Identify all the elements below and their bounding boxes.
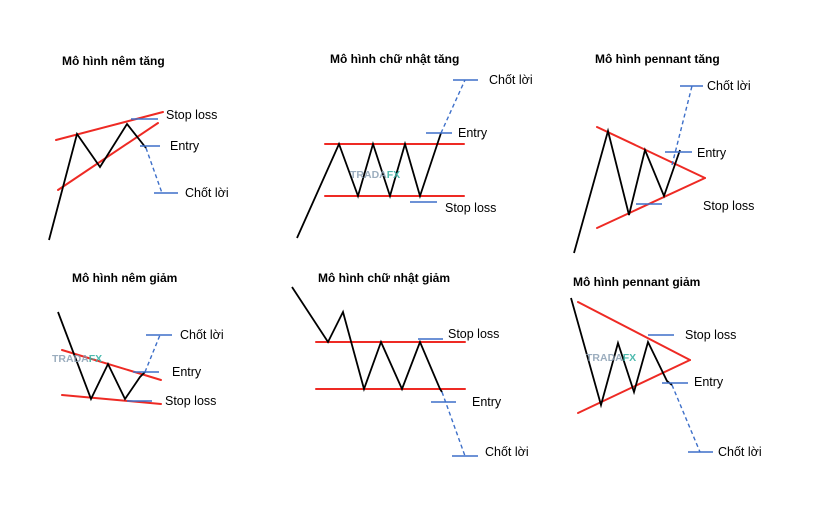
- stop-label: Stop loss: [685, 328, 736, 342]
- panel-bullish-rectangle: Mô hình chữ nhật tăng Chốt lời Entry Sto…: [296, 52, 533, 239]
- entry-label: Entry: [697, 146, 727, 160]
- target-label: Chốt lời: [707, 79, 751, 93]
- target-label: Chốt lời: [485, 445, 529, 459]
- pattern-title: Mô hình chữ nhật giảm: [318, 271, 450, 285]
- pattern-title: Mô hình nêm giảm: [72, 271, 177, 285]
- target-label: Chốt lời: [718, 445, 762, 459]
- entry-label: Entry: [458, 126, 488, 140]
- watermark: TRADAFX: [52, 353, 102, 365]
- projection-line: [145, 147, 163, 194]
- wedge-lower-line: [61, 394, 162, 405]
- stop-label: Stop loss: [703, 199, 754, 213]
- projection-line: [144, 334, 161, 373]
- panel-bullish-pennant: Mô hình pennant tăng Chốt lời Entry Stop…: [573, 52, 754, 254]
- wedge-lower-line: [57, 122, 159, 191]
- target-label: Chốt lời: [185, 186, 229, 200]
- stop-label: Stop loss: [445, 201, 496, 215]
- panel-bearish-rectangle: Mô hình chữ nhật giảm Stop loss Entry Ch…: [291, 271, 529, 459]
- stop-label: Stop loss: [166, 108, 217, 122]
- price-path: [291, 286, 443, 393]
- entry-label: Entry: [472, 395, 502, 409]
- pennant-lower-line: [577, 359, 691, 414]
- panel-bearish-pennant: Mô hình pennant giảm Stop loss Entry Chố…: [570, 275, 762, 459]
- projection-line: [671, 85, 693, 166]
- price-path: [570, 297, 673, 409]
- price-path: [573, 127, 681, 254]
- pennant-lower-line: [596, 177, 706, 229]
- watermark: TRADAFX: [586, 352, 636, 364]
- projection-line: [671, 384, 701, 453]
- pattern-title: Mô hình nêm tăng: [62, 54, 165, 68]
- watermark: TRADAFX: [350, 169, 400, 181]
- wedge-upper-line: [55, 111, 164, 141]
- wedge-upper-line: [61, 349, 162, 381]
- entry-label: Entry: [694, 375, 724, 389]
- target-label: Chốt lời: [489, 73, 533, 87]
- price-path: [48, 122, 147, 241]
- pattern-title: Mô hình pennant giảm: [573, 275, 700, 289]
- pattern-title: Mô hình pennant tăng: [595, 52, 720, 66]
- projection-line: [440, 79, 466, 134]
- pennant-upper-line: [577, 301, 691, 361]
- pennant-upper-line: [596, 126, 706, 179]
- projection-line: [441, 391, 466, 457]
- stop-label: Stop loss: [448, 327, 499, 341]
- price-path: [57, 311, 146, 402]
- price-path: [296, 132, 442, 239]
- target-label: Chốt lời: [180, 328, 224, 342]
- entry-label: Entry: [170, 139, 200, 153]
- entry-label: Entry: [172, 365, 202, 379]
- stop-label: Stop loss: [165, 394, 216, 408]
- pattern-title: Mô hình chữ nhật tăng: [330, 52, 459, 66]
- panel-falling-wedge: Mô hình nêm giảm Chốt lời Entry Stop los…: [52, 271, 224, 408]
- panel-rising-wedge: Mô hình nêm tăng Stop loss Entry Chốt lờ…: [48, 54, 229, 241]
